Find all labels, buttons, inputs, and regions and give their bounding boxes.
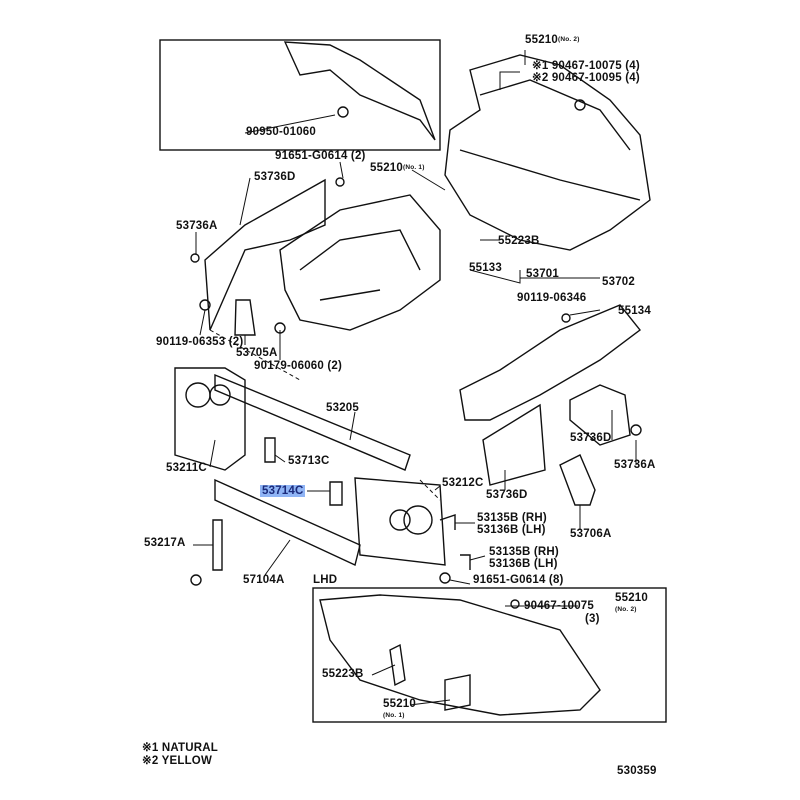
callout-53702[interactable]: 53702 [602, 276, 635, 288]
support-53211C [174, 367, 246, 471]
seal-53736D-mid [482, 403, 546, 486]
callout-55133[interactable]: 55133 [469, 262, 502, 274]
bracket-53706A [559, 454, 596, 506]
cowl-panel [444, 54, 651, 251]
legend-yellow: ※2 YELLOW [142, 755, 213, 767]
callout-57104A[interactable]: 57104A [243, 574, 285, 586]
inset-box-top [159, 39, 441, 151]
callout-53135B-1[interactable]: 53135B (RH) [477, 512, 547, 524]
callout-90467-10095[interactable]: ※2 90467-10095 (4) [532, 72, 640, 84]
callout-53205[interactable]: 53205 [326, 402, 359, 414]
bolt-icon [337, 106, 349, 118]
callout-90467-10075-lhd[interactable]: 90467-10075 [524, 600, 594, 612]
bolt-icon [574, 99, 586, 111]
callout-53135B-2[interactable]: 53135B (RH) [489, 546, 559, 558]
cowl-panel-lhd [319, 594, 601, 716]
lhd-label: LHD [313, 574, 338, 586]
leader-lines [193, 50, 637, 706]
callout-55223B-lhd[interactable]: 55223B [322, 668, 364, 680]
support-53212C [354, 477, 446, 566]
callout-90179-06060[interactable]: 90179-06060 (2) [254, 360, 343, 372]
callout-53736A-right[interactable]: 53736A [614, 459, 656, 471]
callout-90119-06346[interactable]: 90119-06346 [517, 292, 587, 304]
qty-label: (3) [585, 613, 600, 625]
callout-55210-no2[interactable]: 55210(No. 2) [525, 34, 580, 46]
callout-91651-g0614-8[interactable]: 91651-G0614 (8) [473, 574, 564, 586]
callout-91651-g0614-2[interactable]: 91651-G0614 (2) [275, 150, 366, 162]
apron-53701 [279, 194, 441, 331]
callout-53706A[interactable]: 53706A [570, 528, 612, 540]
brackets-53135B [439, 514, 471, 570]
panel-55210-no1-lhd [444, 674, 471, 711]
dashed-guides [209, 329, 441, 501]
seal-55223B-lhd [389, 643, 406, 687]
callout-53705A[interactable]: 53705A [236, 347, 278, 359]
inset-box-lhd [312, 587, 667, 723]
lower-support-57104A [214, 478, 361, 566]
callout-53736D-right[interactable]: 53736D [570, 432, 612, 444]
callout-55223B[interactable]: 55223B [498, 235, 540, 247]
callout-53701[interactable]: 53701 [526, 268, 559, 280]
callout-55210-no2-lhd[interactable]: 55210(No. 2) [615, 592, 648, 613]
callout-53211C[interactable]: 53211C [166, 462, 207, 474]
seal-53736D-right [569, 384, 631, 446]
apron-53702 [459, 304, 641, 421]
diagram-number: 530359 [617, 765, 657, 777]
brace-53714C [329, 481, 343, 506]
callout-53136B-2[interactable]: 53136B (LH) [489, 558, 558, 570]
brace-53217A [212, 519, 223, 571]
callout-53736D-left[interactable]: 53736D [254, 171, 296, 183]
callout-53736A-left[interactable]: 53736A [176, 220, 218, 232]
callout-55210-no1-lhd[interactable]: 55210(No. 1) [383, 698, 416, 719]
callout-90467-10075[interactable]: ※1 90467-10075 (4) [532, 60, 640, 72]
bracket-53705A [234, 299, 256, 336]
callout-90950-01060[interactable]: 90950-01060 [246, 126, 316, 138]
upper-support-53205 [214, 373, 411, 471]
seal-53736D-left [204, 178, 326, 331]
apron-ribs [299, 229, 421, 301]
callout-53736D-mid[interactable]: 53736D [486, 489, 528, 501]
brace-53713C [264, 437, 276, 463]
cowl-ribs [459, 79, 641, 201]
callout-53136B-1[interactable]: 53136B (LH) [477, 524, 546, 536]
callout-53714C-highlighted[interactable]: 53714C [260, 485, 306, 497]
panel-inset-top [283, 41, 436, 141]
callout-90119-06353[interactable]: 90119-06353 (2) [156, 336, 244, 348]
callout-53212C[interactable]: 53212C [442, 477, 484, 489]
callout-55134[interactable]: 55134 [618, 305, 651, 317]
callout-53217A[interactable]: 53217A [144, 537, 186, 549]
callout-53713C[interactable]: 53713C [288, 455, 330, 467]
callout-55210-no1[interactable]: 55210(No. 1) [370, 162, 425, 174]
legend-natural: ※1 NATURAL [142, 742, 218, 754]
